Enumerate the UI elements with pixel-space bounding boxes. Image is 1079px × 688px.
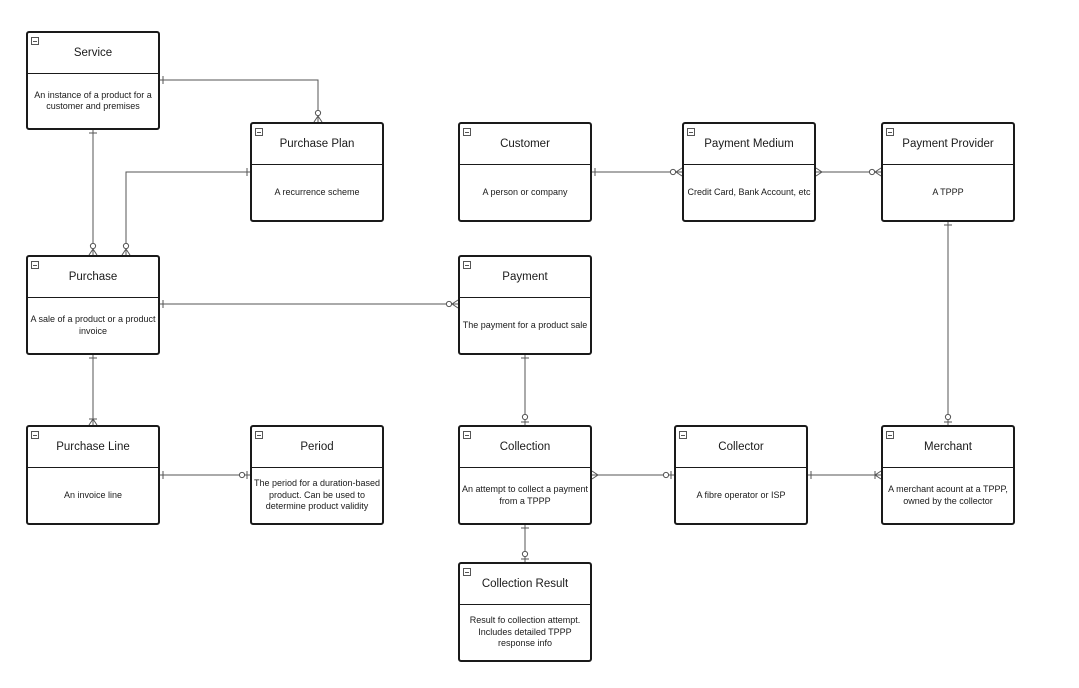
- entity-description: A merchant acount at a TPPP, owned by th…: [888, 484, 1008, 506]
- entity-title: Purchase Plan: [252, 124, 382, 165]
- entity-payment[interactable]: Payment The payment for a product sale: [458, 255, 592, 355]
- cardinality-tick: [317, 115, 323, 123]
- cardinality-tick: [88, 248, 94, 256]
- cardinality-tick: [874, 167, 882, 173]
- collapse-icon[interactable]: [255, 431, 263, 439]
- collapse-icon[interactable]: [886, 128, 894, 136]
- relationship-payment_provider-merchant[interactable]: [944, 222, 952, 425]
- cardinality-zero: [944, 413, 952, 421]
- cardinality-tick: [874, 474, 882, 480]
- entity-title: Payment Medium: [684, 124, 814, 165]
- relationship-purchase-payment[interactable]: [160, 299, 459, 309]
- cardinality-tick: [591, 474, 599, 480]
- relationship-customer-payment_medium[interactable]: [592, 167, 683, 177]
- entity-description: A fibre operator or ISP: [696, 489, 786, 500]
- collapse-icon[interactable]: [463, 568, 471, 576]
- entity-title: Customer: [460, 124, 590, 165]
- cardinality-zero: [122, 242, 130, 250]
- entity-payment-provider[interactable]: Payment Provider A TPPP: [881, 122, 1015, 222]
- collapse-icon[interactable]: [31, 261, 39, 269]
- cardinality-tick: [451, 303, 459, 309]
- cardinality-tick: [121, 248, 127, 256]
- entity-description: The payment for a product sale: [462, 319, 588, 330]
- collapse-icon[interactable]: [463, 261, 471, 269]
- entity-customer[interactable]: Customer A person or company: [458, 122, 592, 222]
- entity-title: Purchase Line: [28, 427, 158, 468]
- cardinality-tick: [675, 171, 683, 177]
- cardinality-tick: [815, 167, 823, 173]
- entity-purchase[interactable]: Purchase A sale of a product or a produc…: [26, 255, 160, 355]
- cardinality-tick: [815, 171, 823, 177]
- collapse-icon[interactable]: [31, 37, 39, 45]
- entity-description: The period for a duration-based product.…: [253, 478, 381, 512]
- relationship-service-purchase[interactable]: [88, 130, 98, 256]
- cardinality-tick: [313, 115, 319, 123]
- collapse-icon[interactable]: [463, 128, 471, 136]
- entity-collection[interactable]: Collection An attempt to collect a payme…: [458, 425, 592, 525]
- cardinality-zero: [445, 300, 453, 308]
- cardinality-tick: [675, 167, 683, 173]
- entity-payment-medium[interactable]: Payment Medium Credit Card, Bank Account…: [682, 122, 816, 222]
- entity-purchase-line[interactable]: Purchase Line An invoice line: [26, 425, 160, 525]
- entity-description: An instance of a product for a customer …: [34, 89, 152, 112]
- entity-description: A TPPP: [932, 186, 964, 197]
- entity-description: A recurrence scheme: [274, 186, 360, 197]
- entity-title: Purchase: [28, 257, 158, 298]
- collapse-icon[interactable]: [886, 431, 894, 439]
- relationship-payment_medium-payment_provider[interactable]: [815, 167, 882, 177]
- collapse-icon[interactable]: [687, 128, 695, 136]
- relationship-purchase_line-period[interactable]: [160, 471, 250, 479]
- entity-title: Payment: [460, 257, 590, 298]
- cardinality-zero: [662, 471, 670, 479]
- cardinality-tick: [591, 470, 599, 476]
- entity-collection-result[interactable]: Collection Result Result fo collection a…: [458, 562, 592, 662]
- entity-period[interactable]: Period The period for a duration-based p…: [250, 425, 384, 525]
- entity-title: Service: [28, 33, 158, 74]
- cardinality-zero: [669, 168, 677, 176]
- relationship-payment-collection[interactable]: [521, 355, 529, 425]
- cardinality-zero: [868, 168, 876, 176]
- entity-description: Result fo collection attempt. Includes d…: [469, 615, 581, 649]
- entity-description: Credit Card, Bank Account, etc: [687, 186, 811, 197]
- entity-title: Collection Result: [460, 564, 590, 605]
- entity-service[interactable]: Service An instance of a product for a c…: [26, 31, 160, 130]
- entity-description: An invoice line: [63, 489, 123, 500]
- entity-title: Collection: [460, 427, 590, 468]
- relationship-collector-merchant[interactable]: [808, 470, 882, 480]
- collapse-icon[interactable]: [463, 431, 471, 439]
- entity-purchase-plan[interactable]: Purchase Plan A recurrence scheme: [250, 122, 384, 222]
- cardinality-tick: [125, 248, 131, 256]
- cardinality-zero: [89, 242, 97, 250]
- cardinality-zero: [521, 550, 529, 558]
- relationship-purchase-purchase_line[interactable]: [88, 355, 98, 426]
- entity-description: A sale of a product or a product invoice: [30, 314, 156, 336]
- cardinality-zero: [238, 471, 246, 479]
- relationship-collection-collection_result[interactable]: [521, 525, 529, 562]
- relationship-purchase_plan-purchase[interactable]: [121, 168, 250, 256]
- cardinality-tick: [88, 418, 94, 426]
- entity-merchant[interactable]: Merchant A merchant acount at a TPPP, ow…: [881, 425, 1015, 525]
- cardinality-tick: [92, 248, 98, 256]
- collapse-icon[interactable]: [679, 431, 687, 439]
- cardinality-tick: [92, 418, 98, 426]
- relationship-collection-collector[interactable]: [591, 470, 674, 480]
- cardinality-tick: [874, 470, 882, 476]
- entity-title: Collector: [676, 427, 806, 468]
- cardinality-zero: [521, 413, 529, 421]
- entity-description: An attempt to collect a payment from a T…: [461, 484, 589, 506]
- entity-title: Payment Provider: [883, 124, 1013, 165]
- cardinality-tick: [451, 299, 459, 305]
- entity-title: Merchant: [883, 427, 1013, 468]
- entity-description: A person or company: [482, 186, 568, 197]
- entity-collector[interactable]: Collector A fibre operator or ISP: [674, 425, 808, 525]
- entity-title: Period: [252, 427, 382, 468]
- collapse-icon[interactable]: [31, 431, 39, 439]
- cardinality-zero: [314, 109, 322, 117]
- relationship-service-purchase_plan[interactable]: [160, 76, 323, 123]
- cardinality-tick: [874, 171, 882, 177]
- collapse-icon[interactable]: [255, 128, 263, 136]
